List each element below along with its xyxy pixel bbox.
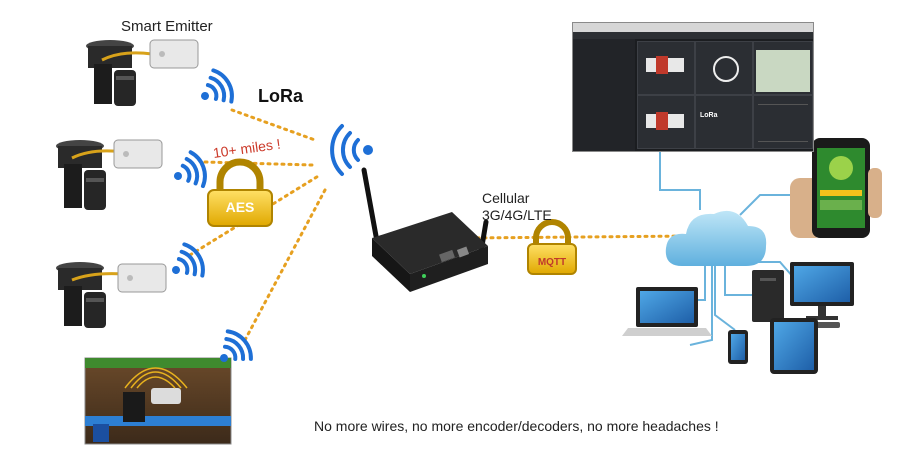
valve-tile-1 [637,41,695,95]
wifi-signal-icon [220,329,253,362]
valve-tile-2 [637,95,695,149]
emitter-3 [56,262,167,328]
client-devices [622,262,854,374]
buried-install-scene [84,357,232,445]
emitter-1 [86,39,199,106]
wifi-signal-icon [201,68,234,104]
wireless-signals [172,68,373,362]
link-emitter-2 [203,160,314,167]
cellular-line-1: Cellular [482,190,530,206]
web-dashboard-screenshot: LoRa [572,22,814,152]
line-cloud-devices-b [714,265,736,331]
cellular-line-2: 3G/4G/LTE [482,207,552,223]
monitor-icon [790,262,854,328]
line-cloud-devices-e [689,265,713,346]
aes-label: AES [226,199,255,215]
wifi-signal-icon [172,242,205,278]
lora-tile-logo: LoRa [700,112,718,119]
laptop-icon [622,287,712,336]
mqtt-label: MQTT [538,257,566,268]
dashboard-sidebar [573,39,635,151]
tablet-icon [770,318,818,374]
line-cloud-phone [739,194,800,216]
browser-toolbar [573,32,813,39]
lock-tile [695,41,753,95]
link-emitter-4 [243,188,327,342]
stats-tile [753,95,813,149]
wifi-signal-icon [330,124,373,176]
wifi-signal-icon [174,150,207,189]
emitter-2 [56,139,163,210]
mqtt-padlock-icon [527,219,577,275]
smart-emitter-label: Smart Emitter [121,18,213,35]
desktop-tower-icon [752,270,784,322]
smartphone-icon [790,138,882,238]
aes-padlock-icon [207,158,273,227]
browser-titlebar [573,23,813,32]
cloud-icon [665,210,767,266]
link-cellular [468,234,692,240]
map-tile [753,41,813,95]
mobile-small-icon [728,330,748,364]
lora-logo-text: LoRa [258,86,303,106]
lora-gateway-icon [361,167,489,292]
line-cloud-dashboard [659,150,701,210]
cellular-label: Cellular 3G/4G/LTE [482,190,552,224]
footer-caption: No more wires, no more encoder/decoders,… [314,418,719,434]
link-emitter-1 [230,108,317,142]
lora-tile: LoRa [695,95,753,149]
